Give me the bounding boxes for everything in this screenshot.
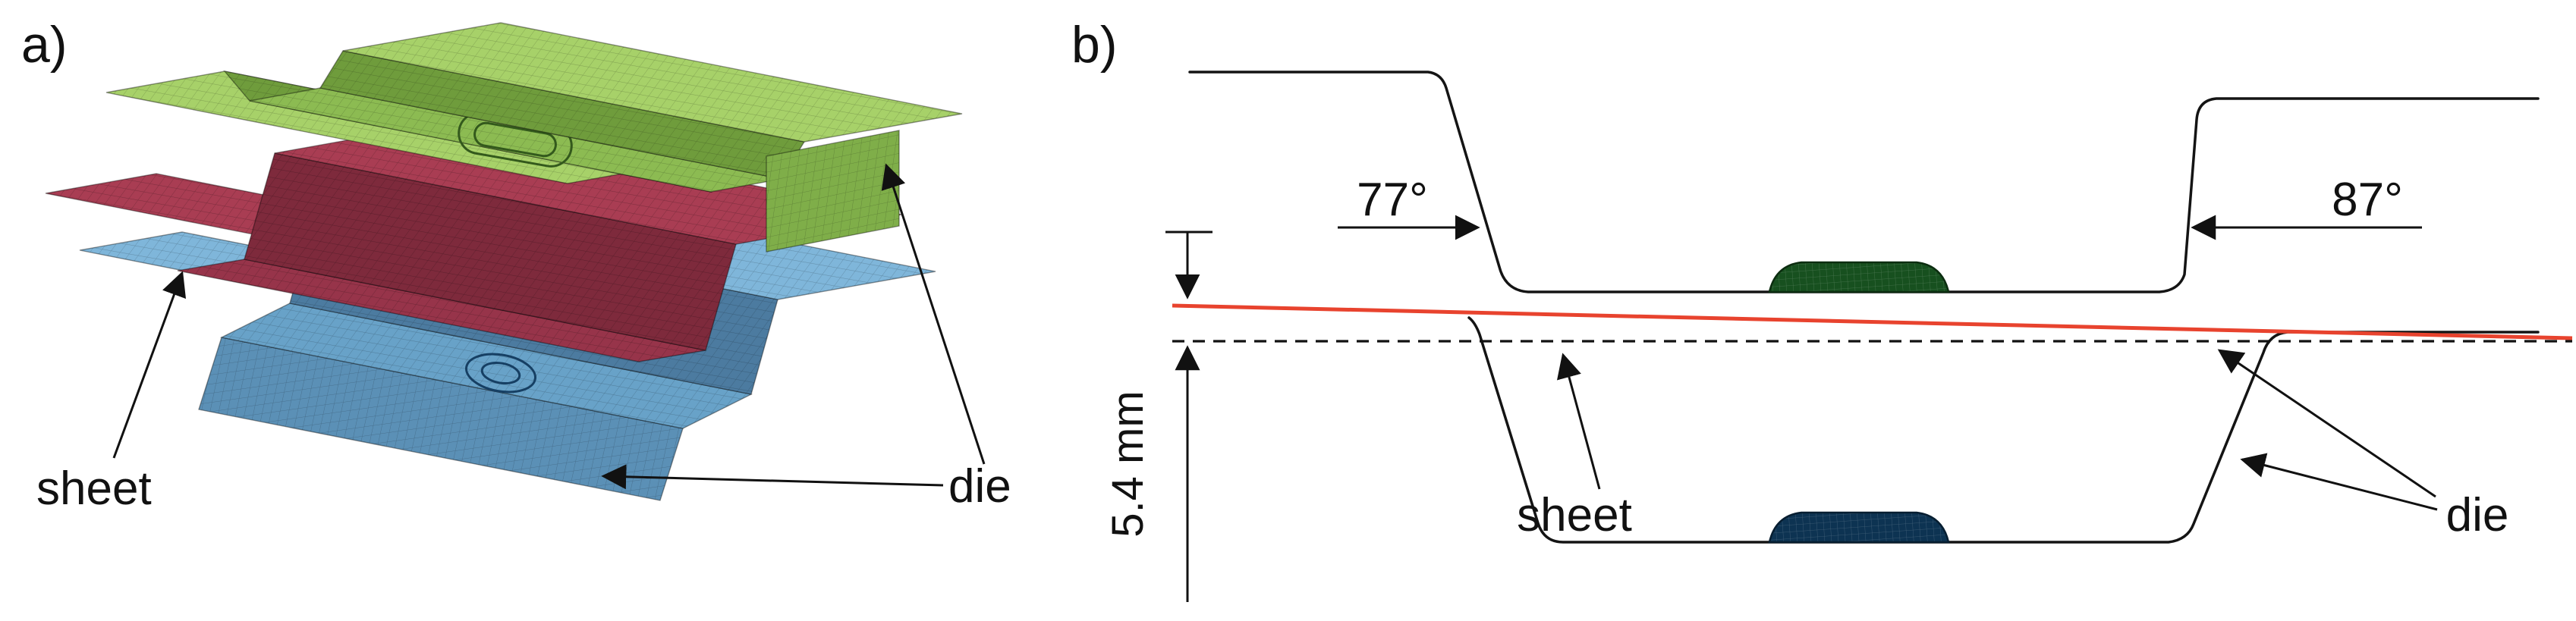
panel-b: b) 5.4 mm 77° 87° sheet — [1071, 16, 2573, 602]
panel-b-die-arrow-lower — [2240, 453, 2438, 511]
dimension-5-4-mm: 5.4 mm — [1103, 231, 1213, 602]
red-far-wall — [244, 152, 737, 351]
upper-die-3d — [105, 22, 963, 252]
blue-front-wall — [198, 337, 684, 501]
angle-left-label: 77° — [1357, 174, 1428, 226]
blue-emboss-outer-ring — [465, 353, 536, 394]
panel-b-tag: b) — [1071, 16, 1117, 74]
blue-emboss-inner-ring — [480, 361, 521, 385]
angle-left-callout: 77° — [1338, 174, 1480, 240]
green-hanging-flange — [766, 130, 900, 252]
panel-a-die-arrow-upper — [881, 163, 986, 465]
panel-a-die-label: die — [948, 460, 1011, 513]
panel-a-tag: a) — [21, 16, 67, 74]
panel-a-die-arrow-lower — [601, 464, 944, 490]
red-channel-floor — [177, 259, 706, 362]
panel-a-sheet-arrow — [112, 271, 187, 459]
panel-a: a) sheet — [21, 16, 1011, 515]
panel-b-sheet-label: sheet — [1517, 489, 1632, 541]
green-far-flange — [342, 22, 963, 143]
sheet-springback-line — [1172, 303, 2573, 340]
angle-right-callout: 87° — [2191, 174, 2422, 240]
angle-right-label: 87° — [2332, 174, 2403, 226]
panel-b-die-arrow-upper — [2217, 349, 2436, 498]
panel-b-die-label: die — [2446, 489, 2509, 541]
sheet-3d — [45, 123, 902, 362]
panel-b-sheet-arrow — [1556, 353, 1601, 490]
dimension-value-label: 5.4 mm — [1103, 390, 1153, 537]
panel-a-sheet-label: sheet — [36, 463, 152, 515]
green-emboss-inner-ring — [473, 121, 557, 158]
lower-die-bump — [1768, 511, 1950, 544]
upper-die-bump — [1768, 261, 1950, 293]
